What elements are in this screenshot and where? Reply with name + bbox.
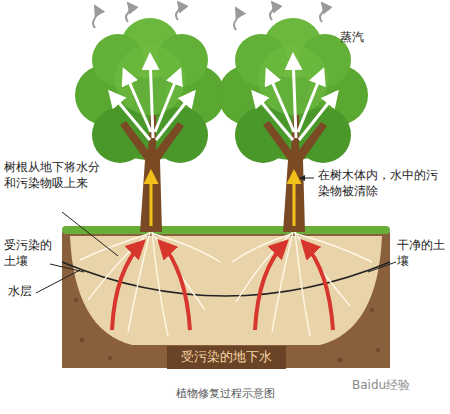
- roots: [80, 232, 372, 336]
- steam-label: 蒸汽: [340, 30, 400, 46]
- uptake-arrow: [160, 242, 190, 330]
- soil: [62, 232, 390, 368]
- steam: [126, 3, 130, 22]
- callout-text: 树根从地下将水分和污染物吸上来: [4, 160, 100, 191]
- tree: [75, 18, 225, 232]
- soil-label: 干净的土壤: [397, 238, 447, 269]
- soil: [74, 298, 78, 302]
- leader-line: [368, 262, 396, 272]
- soil: [370, 308, 374, 312]
- uptake-arrow: [303, 242, 333, 330]
- steam: [93, 6, 97, 28]
- leader-line: [300, 178, 314, 179]
- leader-line: [62, 212, 118, 256]
- callout-text: 在树木体内，水中的污染物被清除: [318, 168, 444, 199]
- soil: [62, 226, 390, 368]
- steam: [320, 3, 324, 22]
- caption: 植物修复过程示意图: [0, 386, 450, 401]
- leader-line: [36, 270, 80, 293]
- soil: [338, 358, 343, 363]
- soil: [108, 356, 112, 360]
- soil: [62, 226, 390, 234]
- soil: [70, 236, 382, 345]
- water-layer-line: [62, 262, 390, 296]
- tree: [218, 18, 368, 232]
- soil: [376, 348, 380, 352]
- band-label: 受污染的地下水: [181, 349, 272, 366]
- soil-label: 受污染的土壤: [4, 238, 56, 269]
- steam: [234, 8, 238, 30]
- water-layer-label: 水层: [8, 284, 48, 300]
- steam: [176, 2, 180, 20]
- uptake-arrow: [112, 242, 333, 330]
- steam: [270, 2, 274, 20]
- soil: [80, 338, 85, 343]
- watermark: Baidu经验: [352, 378, 444, 394]
- uptake-arrow: [255, 242, 286, 330]
- groundwater-band: 受污染的地下水: [167, 346, 286, 369]
